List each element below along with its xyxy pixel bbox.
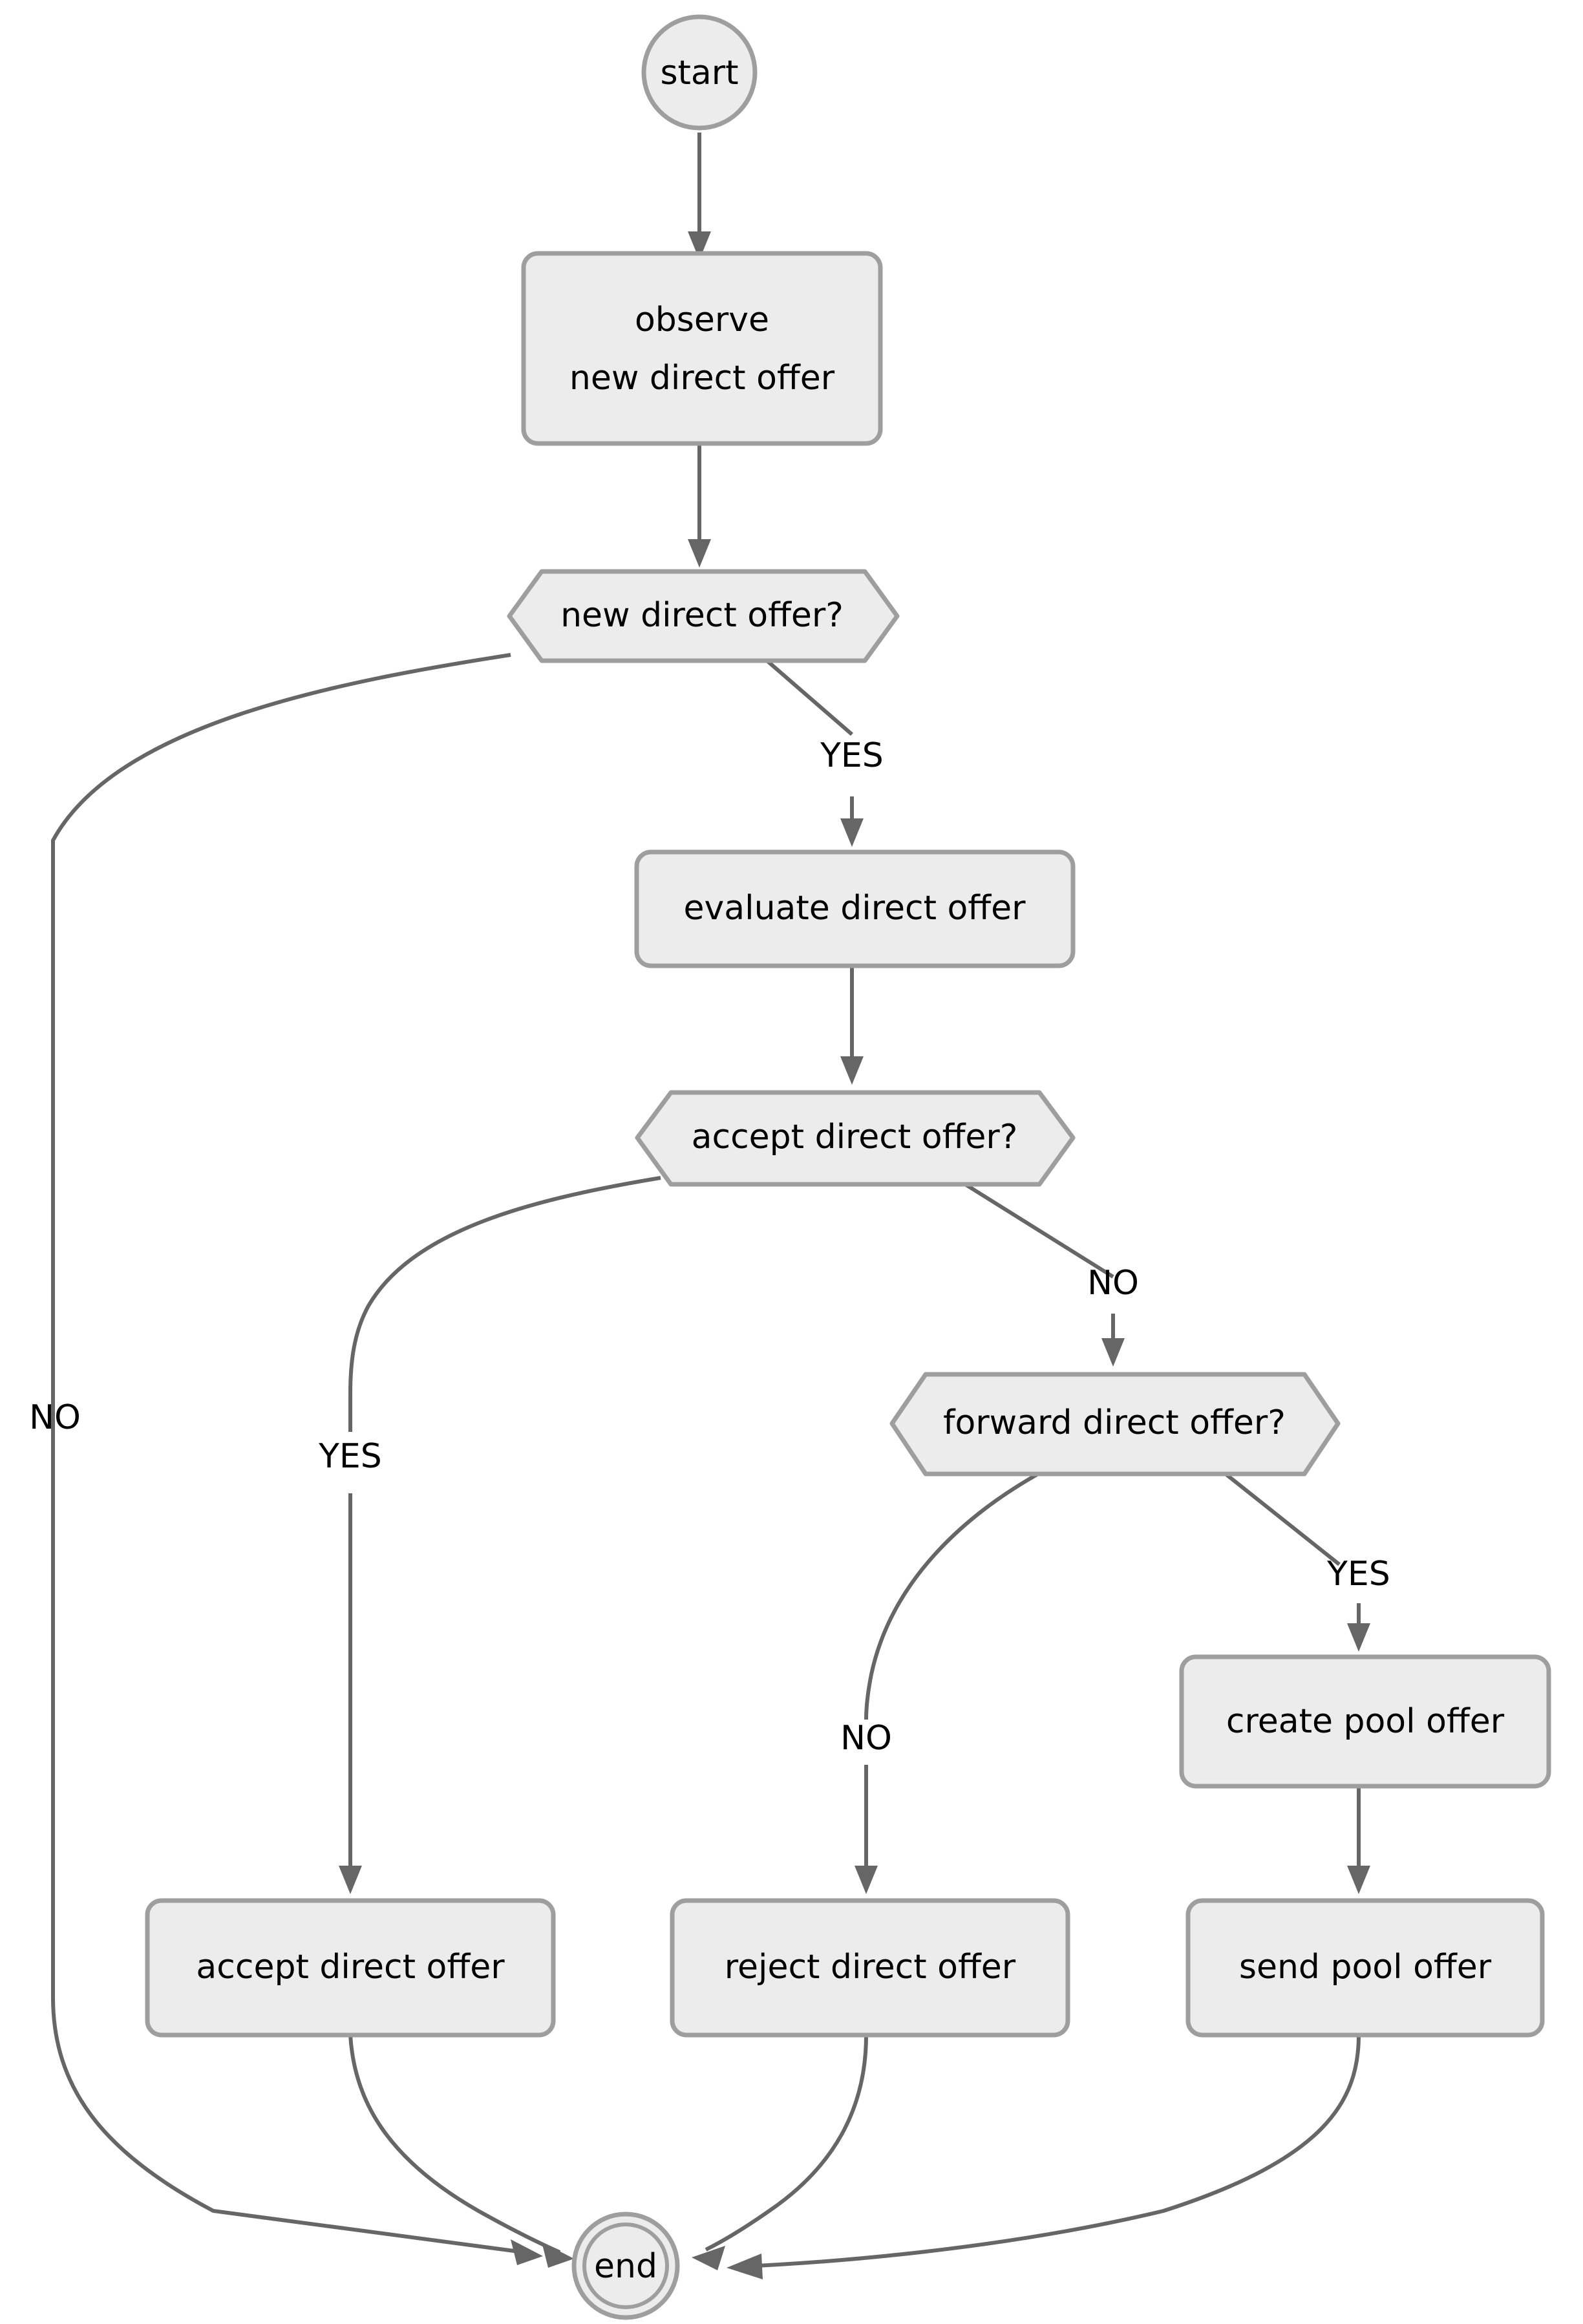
create-pool-offer-label: create pool offer [1226,1702,1505,1741]
node-accept-direct-offer-action[interactable]: accept direct offer [145,1898,556,2038]
accept-direct-offer-label: accept direct offer? [692,1118,1018,1157]
edge-label-forward-no: NO [840,1719,892,1758]
edge-label-accept-no: NO [1087,1264,1139,1303]
accept-direct-offer-action-box [145,1898,556,2038]
edge-accept-q-yes-to-accept-action [339,1176,661,1894]
edge-forward-q-no-to-reject-action [855,1472,1039,1894]
observe-box [521,251,883,446]
edge-new-direct-offer-yes-to-evaluate [758,652,864,847]
node-create-pool-offer[interactable]: create pool offer [1179,1654,1551,1789]
evaluate-box [634,849,1076,968]
edge-create-pool-to-send-pool [1347,1786,1370,1894]
node-reject-direct-offer-action[interactable]: reject direct offer [670,1898,1070,2038]
node-new-direct-offer-decision[interactable]: new direct offer? [507,569,900,663]
node-evaluate-direct-offer[interactable]: evaluate direct offer [634,849,1076,968]
node-observe-new-direct-offer[interactable]: observe new direct offer [521,251,883,446]
node-start[interactable]: start [641,14,758,131]
create-pool-offer-box [1179,1654,1551,1789]
edge-label-accept-yes: YES [318,1437,382,1476]
node-end[interactable]: end [571,2212,680,2320]
start-label: start [660,54,738,92]
forward-direct-offer-hexagon [889,1372,1341,1476]
reject-direct-offer-action-box [670,1898,1070,2038]
edge-new-direct-offer-no-to-end [51,653,543,2265]
node-forward-direct-offer-decision[interactable]: forward direct offer? [889,1372,1341,1476]
edge-label-new-offer-no: NO [29,1398,81,1437]
edge-start-to-observe [688,133,711,260]
edge-evaluate-to-accept-q [840,966,864,1085]
reject-direct-offer-action-label: reject direct offer [725,1948,1016,1987]
edge-forward-q-yes-to-create-pool [1224,1472,1370,1652]
observe-label-line1: observe [635,301,769,339]
node-send-pool-offer-action[interactable]: send pool offer [1185,1898,1545,2038]
accept-direct-offer-hexagon [635,1090,1076,1187]
edge-label-forward-yes: YES [1326,1555,1390,1594]
evaluate-label: evaluate direct offer [683,889,1026,928]
start-circle [641,14,758,131]
send-pool-offer-action-box [1185,1898,1545,2038]
new-direct-offer-hexagon [507,569,900,663]
edge-observe-to-new-direct-offer [688,443,711,568]
end-inner-circle [582,2223,669,2309]
observe-label-line2: new direct offer [569,359,835,398]
new-direct-offer-label: new direct offer? [560,596,844,635]
edge-send-pool-to-end [727,2034,1361,2279]
edge-label-new-offer-yes: YES [820,736,884,775]
accept-direct-offer-action-label: accept direct offer [196,1948,505,1987]
send-pool-offer-action-label: send pool offer [1239,1948,1492,1987]
node-accept-direct-offer-decision[interactable]: accept direct offer? [635,1090,1076,1187]
forward-direct-offer-label: forward direct offer? [943,1403,1286,1442]
edge-accept-action-to-end [348,2034,574,2268]
edge-reject-action-to-end [692,2034,868,2270]
end-label: end [594,2247,657,2286]
edge-accept-q-no-to-forward-q [962,1181,1125,1367]
